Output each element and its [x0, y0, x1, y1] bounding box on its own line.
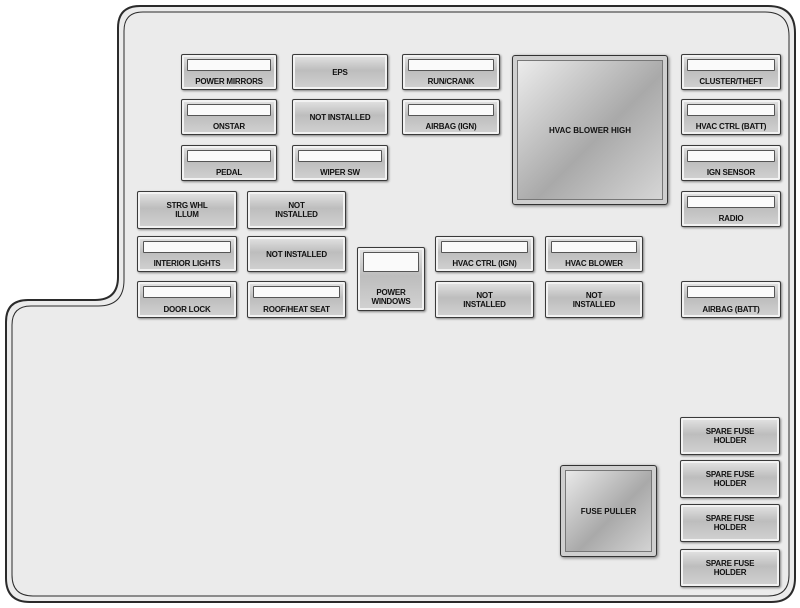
fuse-interior-lights: INTERIOR LIGHTS — [137, 236, 237, 272]
spare-fuse-holder: SPARE FUSE HOLDER — [680, 549, 780, 587]
fuse-hvac-ctrl-ign: HVAC CTRL (IGN) — [435, 236, 534, 272]
fuse-not-installed: NOT INSTALLED — [292, 99, 388, 135]
fuse-airbag-ign: AIRBAG (IGN) — [402, 99, 500, 135]
fuse-not-installed: NOT INSTALLED — [545, 281, 643, 318]
fuse-ign-sensor: IGN SENSOR — [681, 145, 781, 181]
relay-hvac-blower-high: HVAC BLOWER HIGH — [512, 55, 668, 205]
spare-fuse-holder: SPARE FUSE HOLDER — [680, 504, 780, 542]
fuse-puller: FUSE PULLER — [560, 465, 657, 557]
fuse-not-installed: NOT INSTALLED — [247, 191, 346, 229]
fuse-not-installed: NOT INSTALLED — [435, 281, 534, 318]
fuse-not-installed: NOT INSTALLED — [247, 236, 346, 272]
fuse-door-lock: DOOR LOCK — [137, 281, 237, 318]
fuse-wiper-sw: WIPER SW — [292, 145, 388, 181]
fuse-strg-whl-illum: STRG WHL ILLUM — [137, 191, 237, 229]
fuse-run-crank: RUN/CRANK — [402, 54, 500, 90]
fuse-roof-heat-seat: ROOF/HEAT SEAT — [247, 281, 346, 318]
fuse-onstar: ONSTAR — [181, 99, 277, 135]
fuse-power-mirrors: POWER MIRRORS — [181, 54, 277, 90]
fuse-radio: RADIO — [681, 191, 781, 227]
fuse-eps: EPS — [292, 54, 388, 90]
fuse-power-windows: POWER WINDOWS — [357, 247, 425, 311]
spare-fuse-holder: SPARE FUSE HOLDER — [680, 460, 780, 498]
fuse-pedal: PEDAL — [181, 145, 277, 181]
fuse-cluster-theft: CLUSTER/THEFT — [681, 54, 781, 90]
fuse-hvac-ctrl-batt: HVAC CTRL (BATT) — [681, 99, 781, 135]
spare-fuse-holder: SPARE FUSE HOLDER — [680, 417, 780, 455]
fuse-hvac-blower: HVAC BLOWER — [545, 236, 643, 272]
fuse-airbag-batt: AIRBAG (BATT) — [681, 281, 781, 318]
